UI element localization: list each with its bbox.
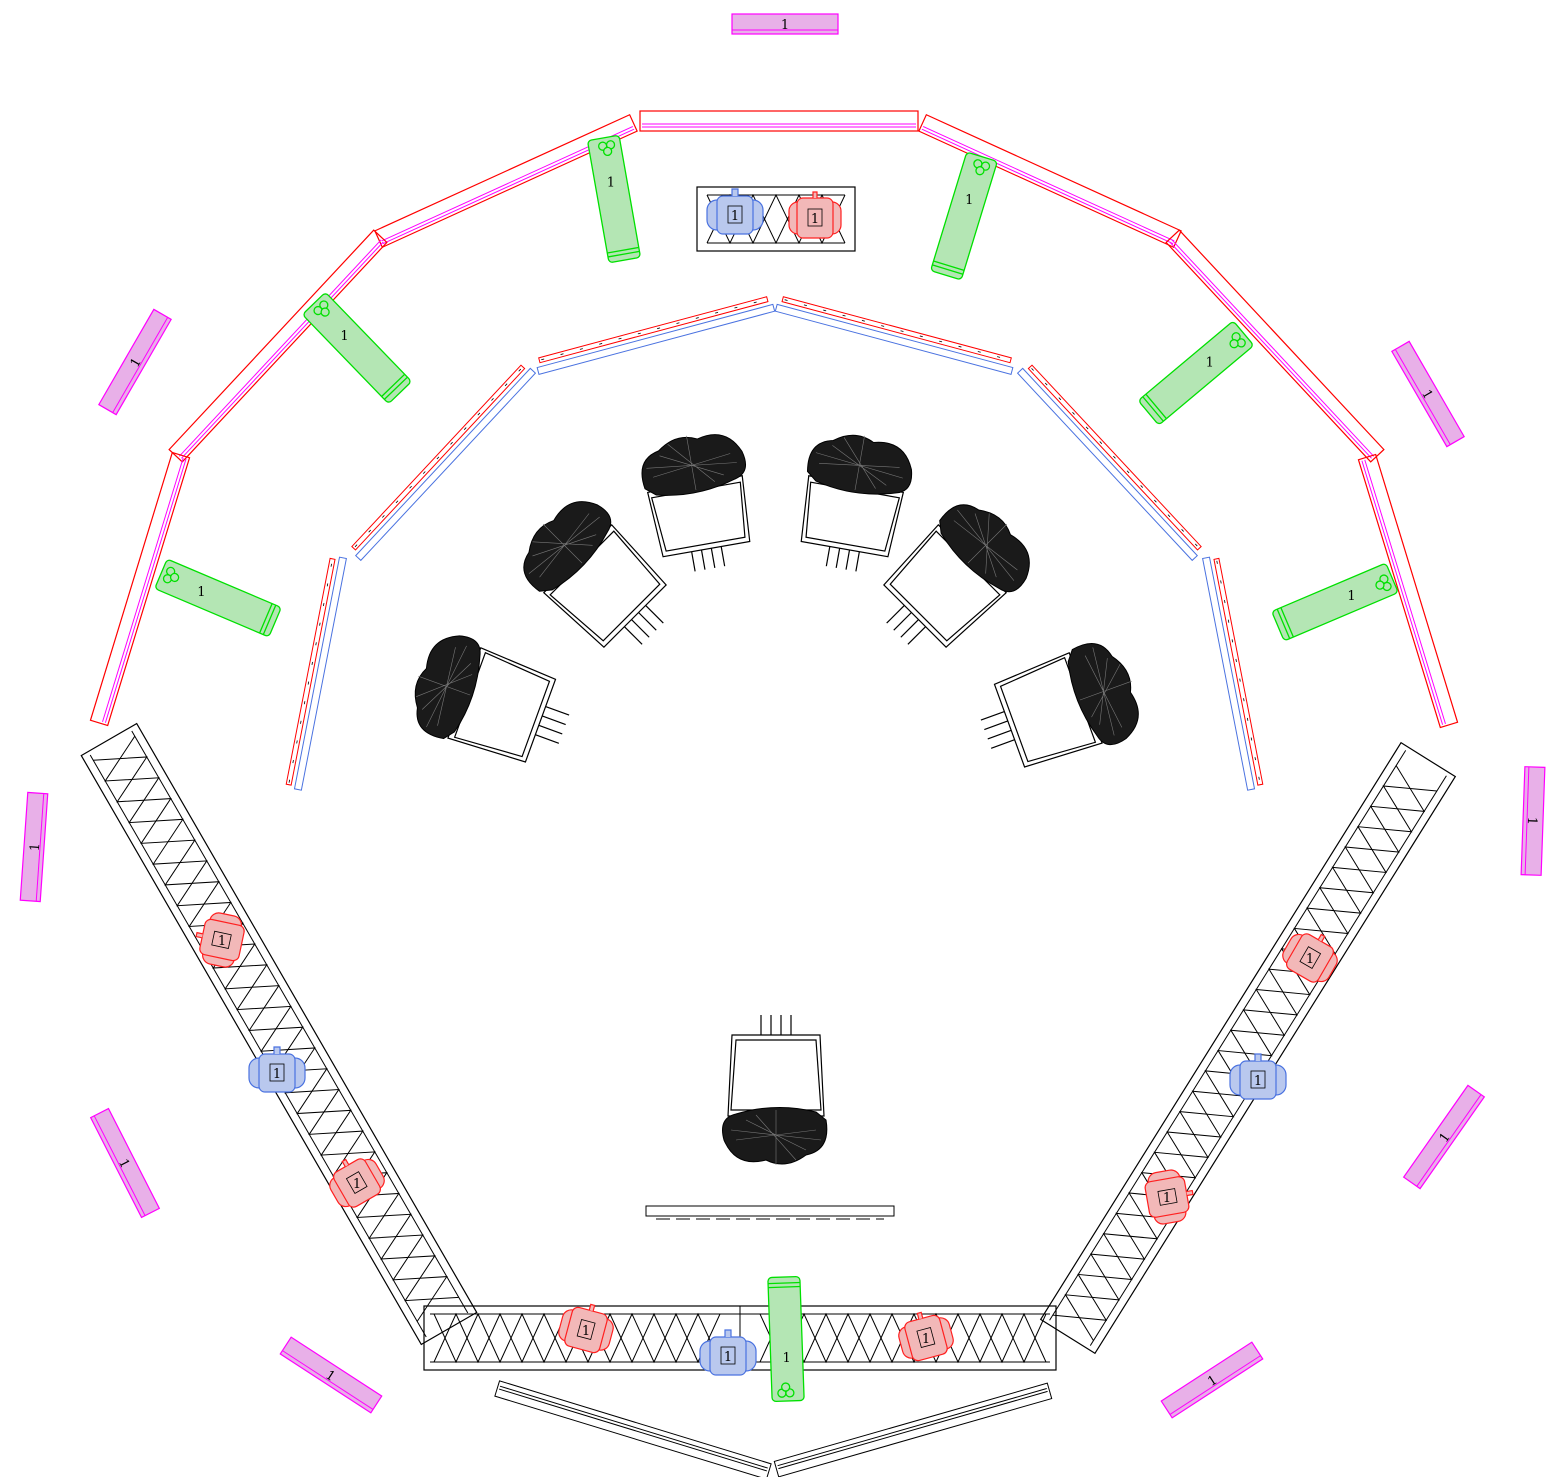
chair-with-person-7 xyxy=(722,1015,828,1165)
speaker-1-label: 1 xyxy=(781,18,789,33)
red-fixture-7-label: 1 xyxy=(922,1332,930,1347)
wall-top-right xyxy=(918,113,1182,249)
speaker-1: 1 xyxy=(731,13,839,35)
chair-with-person-6 xyxy=(980,643,1139,768)
red-fixture-3: 1 xyxy=(329,1158,385,1208)
red-fixture-5: 1 xyxy=(1144,1169,1194,1225)
green-fixture-2: 1 xyxy=(930,152,998,280)
inner-back-panels xyxy=(285,296,1264,791)
green-fixture-2-label: 1 xyxy=(965,193,973,208)
back-panel-4 xyxy=(774,296,1014,375)
green-fixture-7-label: 1 xyxy=(782,1351,790,1366)
green-fixture-1: 1 xyxy=(587,135,641,263)
wall-side-right xyxy=(1357,453,1459,729)
speaker-2: 1 xyxy=(98,308,172,416)
speaker-9: 1 xyxy=(1160,1341,1264,1419)
green-fixture-6-label: 1 xyxy=(1347,589,1355,604)
speakers: 1 1 1 1 1 1 1 xyxy=(19,13,1546,1419)
red-fixture-2-label: 1 xyxy=(218,934,226,949)
red-fixtures: 1 1 1 1 1 xyxy=(195,191,1338,1362)
apron-right xyxy=(773,1382,1053,1477)
chair-with-person-4 xyxy=(800,434,913,572)
seating xyxy=(414,434,1139,1165)
speaker-6: 1 xyxy=(89,1107,161,1219)
truss-right xyxy=(1039,741,1457,1355)
green-fixture-4-label: 1 xyxy=(1206,355,1214,370)
blue-fixture-3-label: 1 xyxy=(1254,1074,1262,1089)
green-fixture-6: 1 xyxy=(1272,563,1398,641)
chair-with-person-3 xyxy=(641,434,751,572)
speaker-5-label: 1 xyxy=(1524,817,1539,826)
speaker-7: 1 xyxy=(1402,1084,1486,1190)
speaker-3: 1 xyxy=(1391,340,1465,448)
blue-fixture-4: 1 xyxy=(699,1329,757,1376)
red-fixture-5-label: 1 xyxy=(1163,1191,1171,1206)
speaker-4: 1 xyxy=(19,791,49,903)
speaker-8: 1 xyxy=(279,1336,383,1414)
blue-fixture-3: 1 xyxy=(1229,1053,1287,1100)
chair-with-person-1 xyxy=(414,635,570,763)
green-fixture-7: 1 xyxy=(767,1275,805,1403)
blue-fixture-1: 1 xyxy=(706,188,764,235)
blue-fixtures: 1 1 1 1 xyxy=(248,188,1287,1376)
red-fixture-7: 1 xyxy=(898,1311,954,1362)
green-fixture-5: 1 xyxy=(155,559,281,637)
wall-side-left xyxy=(89,451,191,727)
red-fixture-6-label: 1 xyxy=(582,1324,590,1339)
green-fixtures: 1 1 1 1 1 1 xyxy=(155,135,1398,1403)
speaker-5: 1 xyxy=(1520,766,1546,876)
red-fixture-4: 1 xyxy=(1282,933,1338,983)
green-fixture-3-label: 1 xyxy=(340,329,348,344)
chair-with-person-5 xyxy=(883,504,1030,648)
chair-with-person-2 xyxy=(523,501,667,648)
red-fixture-1-label: 1 xyxy=(811,212,819,227)
wall-upper-left xyxy=(168,229,388,463)
trusses xyxy=(80,186,1457,1371)
green-fixture-5-label: 1 xyxy=(197,585,205,600)
outer-set-walls xyxy=(89,110,1459,729)
blue-fixture-4-label: 1 xyxy=(724,1350,732,1365)
blue-fixture-2: 1 xyxy=(248,1046,306,1093)
back-panel-1 xyxy=(285,556,347,791)
blue-fixture-1-label: 1 xyxy=(731,209,739,224)
back-panel-6 xyxy=(1202,556,1264,791)
front-platforms xyxy=(494,1205,1053,1477)
back-panel-5 xyxy=(1016,364,1202,562)
red-fixture-6: 1 xyxy=(558,1303,614,1354)
speaker-4-label: 1 xyxy=(28,842,44,851)
red-fixture-2: 1 xyxy=(195,912,245,968)
wall-upper-right xyxy=(1165,229,1385,463)
green-fixture-1-label: 1 xyxy=(607,175,615,190)
red-fixture-4-label: 1 xyxy=(1306,952,1314,967)
green-fixture-4: 1 xyxy=(1139,321,1253,425)
back-panel-3 xyxy=(536,296,776,375)
green-fixture-3: 1 xyxy=(303,293,411,403)
truss-top xyxy=(696,186,856,252)
back-panel-2 xyxy=(351,364,537,562)
downstage-riser xyxy=(645,1205,895,1220)
apron-left xyxy=(494,1380,772,1477)
wall-top-center xyxy=(639,110,919,132)
truss-left xyxy=(80,722,478,1346)
red-fixture-1: 1 xyxy=(788,191,842,239)
red-fixture-3-label: 1 xyxy=(353,1177,361,1192)
blue-fixture-2-label: 1 xyxy=(273,1067,281,1082)
